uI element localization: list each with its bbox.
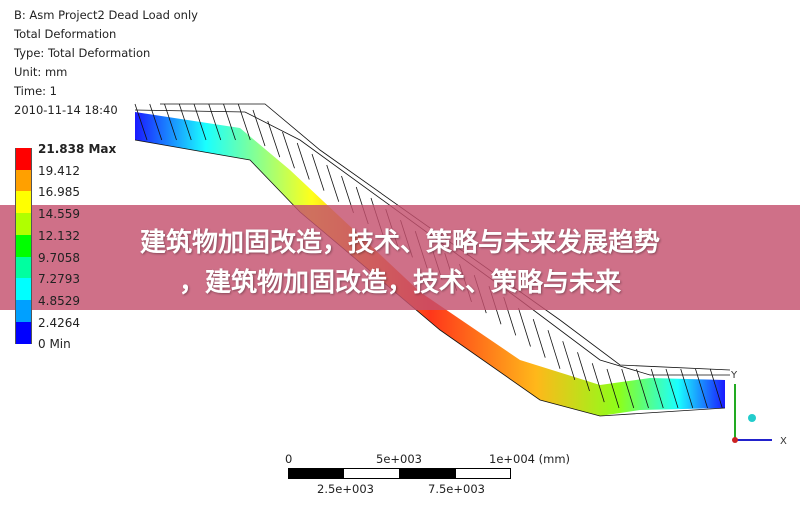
legend-swatch	[15, 278, 32, 301]
scale-label-5e3: 5e+003	[376, 452, 422, 466]
truss-strut	[577, 352, 590, 392]
truss-strut	[709, 368, 723, 409]
truss-strut	[326, 164, 340, 202]
truss-strut	[680, 368, 694, 409]
result-title: B: Asm Project2 Dead Load only	[14, 8, 198, 22]
legend-label: 0 Min	[38, 337, 71, 352]
truss-body	[135, 112, 725, 416]
result-unit: Unit: mm	[14, 65, 68, 79]
legend-label: 2.4264	[38, 315, 80, 330]
legend-swatch	[15, 191, 32, 214]
truss-strut	[591, 363, 605, 403]
truss-strut	[650, 368, 664, 409]
truss-strut	[267, 120, 281, 158]
banner-line-1: 建筑物加固改造，技术、策略与未来发展趋势	[139, 228, 660, 258]
legend-item: 4.8529	[15, 294, 115, 322]
legend-swatch	[15, 169, 32, 192]
legend-label: 12.132	[38, 228, 80, 243]
legend-item: 2.4264	[15, 316, 115, 344]
legend-item: 9.7058	[15, 251, 115, 279]
legend-swatch	[15, 321, 32, 344]
truss-strut	[547, 330, 561, 369]
legend-label: 4.8529	[38, 293, 80, 308]
legend-item: 16.985	[15, 185, 115, 214]
result-date: 2010-11-14 18:40	[14, 103, 118, 117]
truss-strut	[208, 103, 222, 141]
truss-strut	[606, 368, 620, 409]
truss-strut	[282, 131, 295, 169]
scale-seg	[399, 468, 456, 479]
result-type: Type: Total Deformation	[14, 46, 151, 60]
truss-strut	[252, 109, 266, 147]
truss-strut	[237, 103, 251, 141]
scale-label-1e4: 1e+004 (mm)	[489, 452, 571, 466]
legend-label: 21.838 Max	[38, 142, 117, 156]
scale-label-0: 0	[285, 452, 293, 466]
legend-item: 0 Min	[15, 337, 115, 365]
truss-strut	[695, 368, 708, 409]
legend-item: 12.132	[15, 229, 115, 257]
legend-swatch	[15, 234, 32, 257]
legend-label: 19.412	[38, 163, 80, 178]
result-header: B: Asm Project2 Dead Load only Total Def…	[14, 6, 198, 120]
truss-strut	[178, 103, 192, 141]
legend-item: 19.412	[15, 164, 115, 192]
triad-y-label: Y	[730, 370, 738, 381]
truss-strut	[518, 308, 531, 347]
legend-label: 14.559	[38, 207, 80, 222]
legend-label: 7.2793	[38, 272, 80, 287]
truss-strut	[532, 319, 546, 358]
scale-seg	[343, 468, 400, 479]
legend-swatch	[15, 256, 32, 279]
coordinate-triad: Y X	[730, 370, 787, 447]
legend-label: 9.7058	[38, 250, 80, 265]
legend-item: 21.838 Max	[15, 142, 116, 170]
legend-swatch	[15, 148, 32, 170]
truss-strut	[296, 142, 310, 180]
truss-strut	[134, 103, 148, 141]
legend-swatch	[15, 213, 32, 236]
truss-strut	[621, 368, 635, 409]
triad-x-label: X	[780, 436, 787, 447]
truss-strut	[223, 103, 236, 141]
scale-label-2.5e3: 2.5e+003	[317, 482, 374, 496]
truss-strut	[164, 103, 177, 141]
truss-strut	[149, 103, 163, 141]
result-time: Time: 1	[14, 84, 57, 98]
scale-label-7.5e3: 7.5e+003	[428, 482, 485, 496]
title-banner: 建筑物加固改造，技术、策略与未来发展趋势 ，建筑物加固改造，技术、策略与未来	[0, 205, 800, 310]
legend-item: 7.2793	[15, 272, 115, 301]
scale-seg	[288, 468, 344, 479]
banner-line-2: ，建筑物加固改造，技术、策略与未来	[178, 268, 621, 298]
truss-strut	[193, 103, 207, 141]
scale-seg	[455, 468, 511, 479]
legend-item: 14.559	[15, 207, 115, 236]
truss-strut	[562, 341, 576, 380]
truss-strut	[311, 153, 325, 191]
legend-label: 16.985	[38, 185, 80, 200]
legend-swatch	[15, 299, 32, 322]
truss-strut	[636, 368, 649, 409]
result-name: Total Deformation	[14, 27, 117, 41]
truss-strut	[665, 368, 679, 409]
